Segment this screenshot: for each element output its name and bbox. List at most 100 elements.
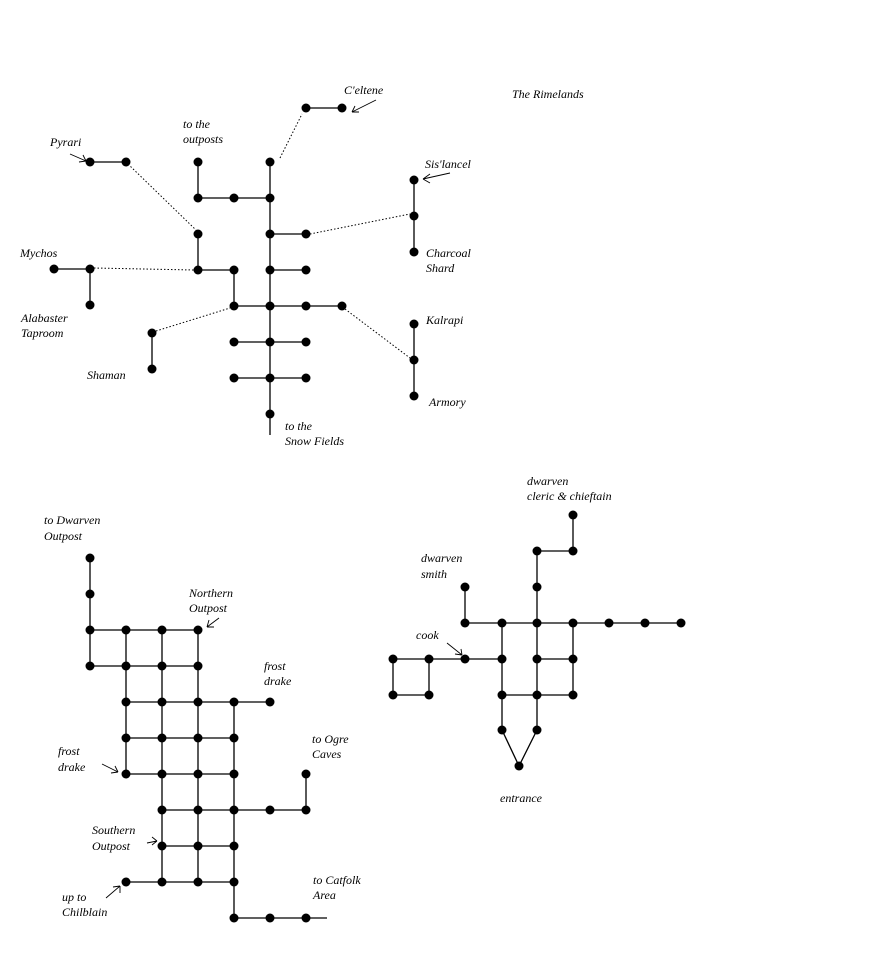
room-node <box>121 157 131 167</box>
label-frost-drake-east-2: drake <box>264 674 292 688</box>
room-node <box>193 733 203 743</box>
room-node <box>337 103 347 113</box>
room-node <box>229 805 239 815</box>
room-node <box>193 661 203 671</box>
room-node <box>121 661 131 671</box>
room-node <box>85 589 95 599</box>
room-node <box>265 193 275 203</box>
label-snow-fields-1: to the <box>285 419 313 433</box>
room-node <box>229 337 239 347</box>
room-node <box>265 265 275 275</box>
label-cook: cook <box>416 628 439 642</box>
label-celtene: C'eltene <box>344 83 384 97</box>
room-node <box>157 697 167 707</box>
room-node <box>301 769 311 779</box>
label-southern-outpost-2: Outpost <box>92 839 131 853</box>
room-node <box>409 211 419 221</box>
arrow-chilblain <box>105 885 121 899</box>
path-edge <box>518 729 538 767</box>
room-node <box>301 337 311 347</box>
room-node <box>497 654 507 664</box>
room-node <box>193 841 203 851</box>
room-node <box>265 409 275 419</box>
room-node <box>265 229 275 239</box>
room-node <box>568 654 578 664</box>
room-node <box>193 697 203 707</box>
room-node <box>229 193 239 203</box>
map-title: The Rimelands <box>512 87 584 101</box>
dotted-path <box>344 308 411 359</box>
label-cleric-chieftain-1: dwarven <box>527 474 568 488</box>
room-node <box>121 697 131 707</box>
path-edge <box>501 729 520 767</box>
room-node <box>514 761 524 771</box>
label-mychos: Mychos <box>19 246 58 260</box>
room-node <box>301 805 311 815</box>
room-node <box>85 553 95 563</box>
room-node <box>85 264 95 274</box>
room-node <box>497 618 507 628</box>
arrow-frost-drake-west <box>101 763 119 774</box>
label-catfolk-1: to Catfolk <box>313 873 361 887</box>
room-node <box>497 725 507 735</box>
label-armory: Armory <box>428 395 466 409</box>
dotted-path <box>93 267 195 271</box>
label-charcoal-shard-1: Charcoal <box>426 246 472 260</box>
room-node <box>157 769 167 779</box>
room-node <box>121 769 131 779</box>
label-alabaster-2: Taproom <box>21 326 64 340</box>
room-node <box>265 337 275 347</box>
room-node <box>157 877 167 887</box>
room-node <box>85 625 95 635</box>
label-southern-outpost-1: Southern <box>92 823 135 837</box>
room-node <box>460 582 470 592</box>
room-node <box>229 373 239 383</box>
label-dwarven-smith-2: smith <box>421 567 447 581</box>
room-node <box>265 157 275 167</box>
room-node <box>193 265 203 275</box>
room-node <box>568 510 578 520</box>
arrow-pyrari <box>69 153 87 163</box>
room-node <box>193 193 203 203</box>
arrow-northern-outpost <box>206 617 220 628</box>
label-ogre-caves-1: to Ogre <box>312 732 349 746</box>
dotted-path <box>279 113 303 159</box>
room-node <box>157 805 167 815</box>
label-chilblain-2: Chilblain <box>62 905 107 919</box>
label-charcoal-shard-2: Shard <box>426 261 455 275</box>
room-node <box>121 877 131 887</box>
room-node <box>301 103 311 113</box>
label-entrance: entrance <box>500 791 543 805</box>
room-node <box>157 841 167 851</box>
label-shaman: Shaman <box>87 368 126 382</box>
room-node <box>568 546 578 556</box>
room-node <box>424 654 434 664</box>
room-node <box>229 769 239 779</box>
room-node <box>301 265 311 275</box>
label-to-outposts-1: to the <box>183 117 211 131</box>
dotted-path <box>309 213 411 235</box>
room-node <box>49 264 59 274</box>
room-node <box>193 877 203 887</box>
label-alabaster-1: Alabaster <box>20 311 68 325</box>
room-node <box>424 690 434 700</box>
room-node <box>147 328 157 338</box>
room-node <box>229 697 239 707</box>
arrow-celtene <box>351 99 377 113</box>
room-node <box>532 618 542 628</box>
arrow-cook <box>446 642 463 656</box>
room-node <box>157 625 167 635</box>
room-node <box>193 625 203 635</box>
label-pyrari: Pyrari <box>49 135 81 149</box>
label-cleric-chieftain-2: cleric & chieftain <box>527 489 612 503</box>
label-frost-drake-west-2: drake <box>58 760 86 774</box>
room-node <box>301 913 311 923</box>
label-dwarven-smith-1: dwarven <box>421 551 462 565</box>
room-node <box>409 355 419 365</box>
label-dwarven-outpost-1: to Dwarven <box>44 513 100 527</box>
label-frost-drake-west-1: frost <box>58 744 80 758</box>
room-node <box>532 654 542 664</box>
room-node <box>460 654 470 664</box>
room-node <box>265 373 275 383</box>
